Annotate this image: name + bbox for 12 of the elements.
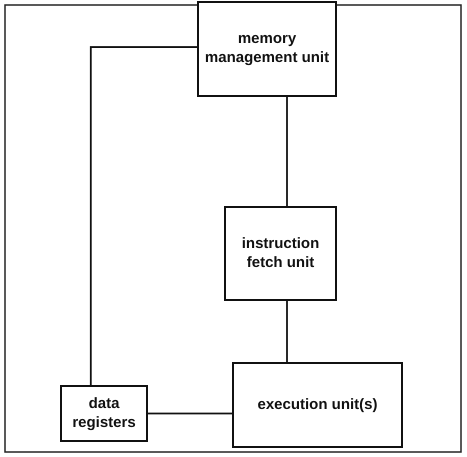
unit-box: [232, 362, 403, 448]
unit-box: [197, 1, 337, 97]
connector-line: [90, 46, 197, 385]
unit-box: [224, 206, 337, 301]
box-label: memory management unit: [204, 30, 330, 68]
unit-box: [60, 385, 148, 442]
connector-line: [286, 97, 288, 206]
box-label: instruction fetch unit: [240, 234, 320, 272]
connector-line: [286, 301, 288, 362]
box-label: execution unit(s): [257, 396, 378, 414]
box-label: data registers: [71, 394, 137, 432]
connector-line: [148, 412, 232, 414]
